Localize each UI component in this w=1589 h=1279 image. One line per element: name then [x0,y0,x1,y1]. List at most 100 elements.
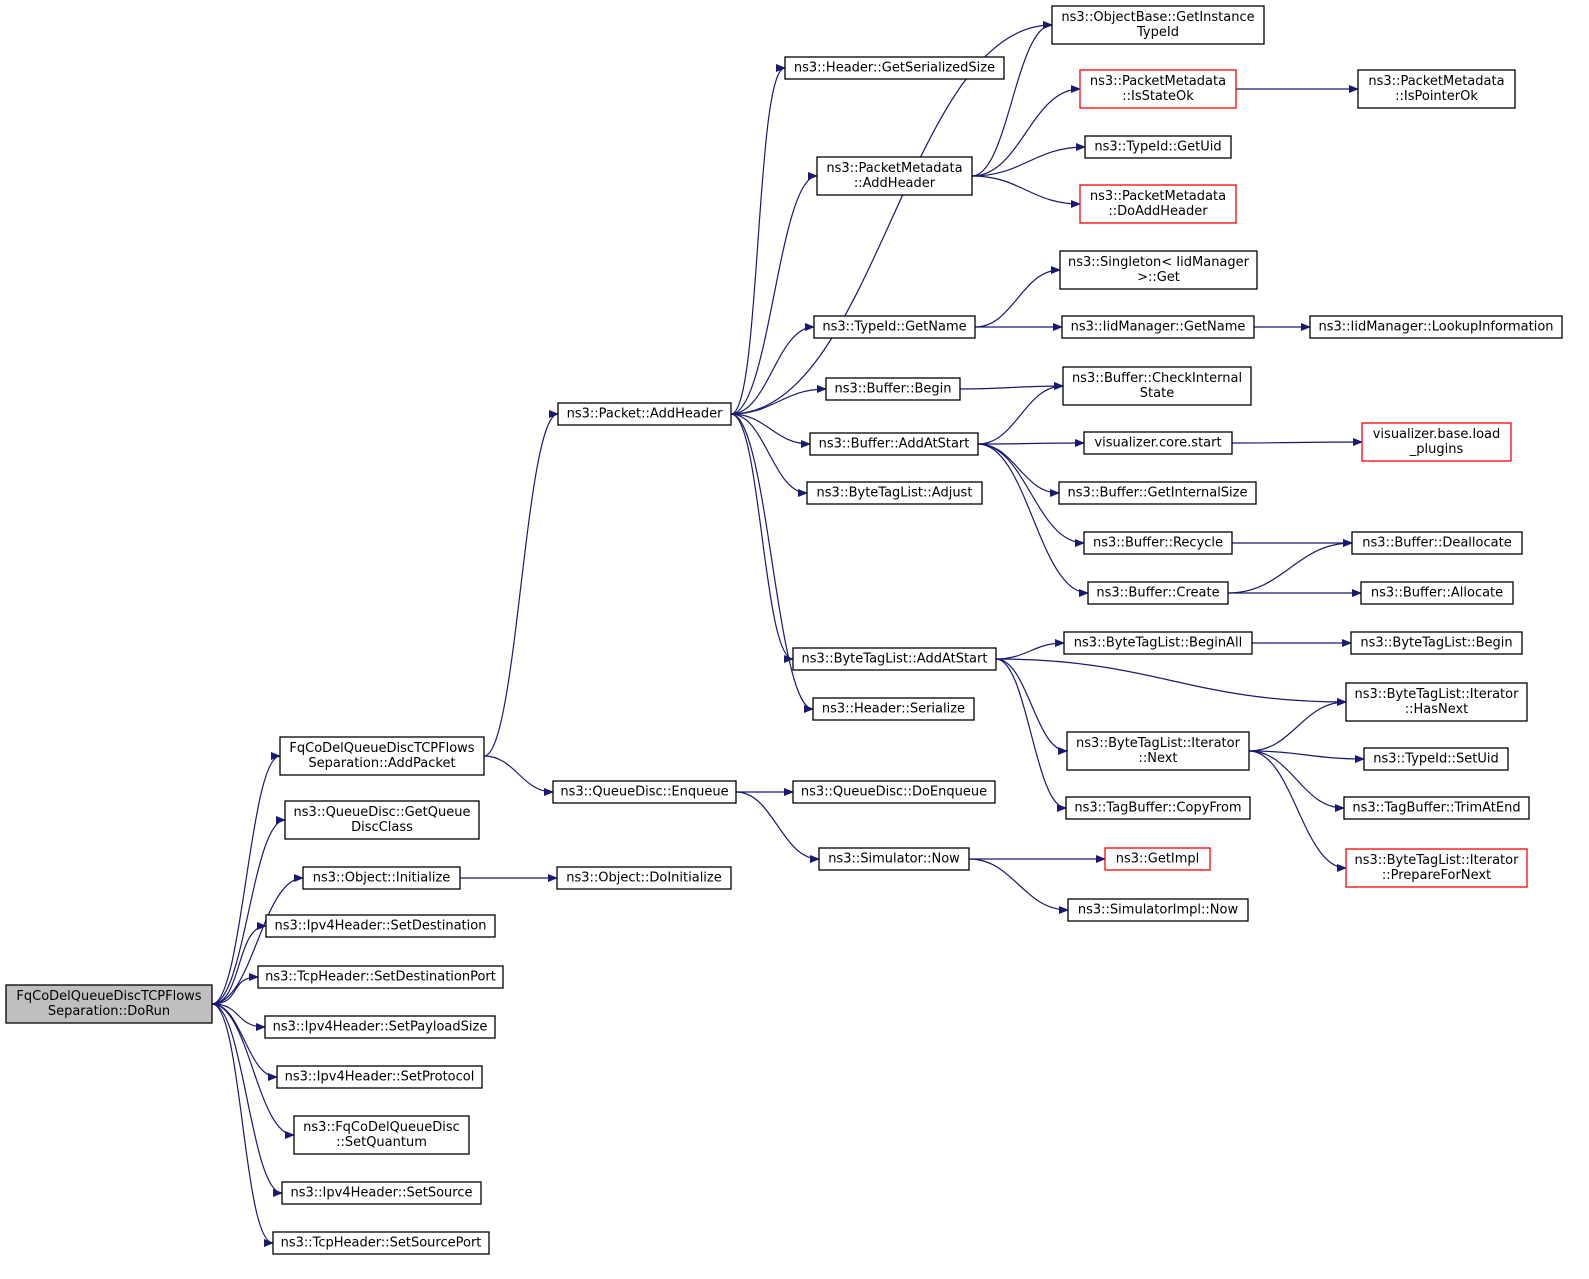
node-label: ns3::Buffer::AddAtStart [819,437,970,452]
node-label: ::IsStateOk [1122,89,1194,104]
node-label: ns3::ByteTagList::Iterator [1076,736,1241,751]
node-btlbeginall[interactable]: ns3::ByteTagList::BeginAll [1063,631,1253,655]
node-typegetuid[interactable]: ns3::TypeId::GetUid [1084,135,1232,159]
node-label: ::HasNext [1405,702,1469,717]
node-label: ns3::ObjectBase::GetInstance [1061,10,1254,25]
node-setquantum[interactable]: ns3::FqCoDelQueueDisc::SetQuantum [293,1115,470,1155]
node-label: ns3::Buffer::Deallocate [1362,536,1511,551]
node-label: ns3::ByteTagList::Adjust [817,486,973,501]
node-getimpl[interactable]: ns3::GetImpl [1104,847,1211,871]
node-label: ns3::TypeId::GetUid [1094,140,1221,155]
node-setpayload[interactable]: ns3::Ipv4Header::SetPayloadSize [264,1015,496,1039]
node-label: ns3::TcpHeader::SetSourcePort [281,1236,482,1251]
node-label: ns3::PacketMetadata [1368,74,1504,89]
node-simimplnow[interactable]: ns3::SimulatorImpl::Now [1067,898,1249,922]
node-bufdealloc[interactable]: ns3::Buffer::Deallocate [1351,531,1523,555]
node-iidlookup[interactable]: ns3::IidManager::LookupInformation [1309,315,1563,339]
node-label: ns3::PacketMetadata [826,161,962,176]
edge-pktaddheader-to-bufbegin [730,385,827,415]
node-label: TypeId [1136,25,1179,40]
node-setsource[interactable]: ns3::Ipv4Header::SetSource [281,1181,482,1205]
node-label: ns3::Packet::AddHeader [567,407,723,422]
node-pmaddheader[interactable]: ns3::PacketMetadata::AddHeader [816,156,973,196]
node-doenqueue[interactable]: ns3::QueueDisc::DoEnqueue [792,780,996,804]
node-label: ns3::Header::GetSerializedSize [794,61,995,76]
node-btlprepare[interactable]: ns3::ByteTagList::Iterator::PrepareForNe… [1345,848,1528,888]
node-label: ns3::TypeId::SetUid [1373,752,1498,767]
node-setproto[interactable]: ns3::Ipv4Header::SetProtocol [276,1065,483,1089]
edge-btlitnext-to-typesetuid [1248,750,1365,763]
node-pmisstateok[interactable]: ns3::PacketMetadata::IsStateOk [1079,69,1237,109]
edge-bufaddatstart-to-bufrecycle [977,443,1085,547]
edge-bufbegin-to-bufcheck [959,382,1064,391]
node-label: ns3::FqCoDelQueueDisc [303,1120,460,1135]
node-setdest[interactable]: ns3::Ipv4Header::SetDestination [265,914,496,938]
node-btladjust[interactable]: ns3::ByteTagList::Adjust [806,481,983,505]
node-bufaddatstart[interactable]: ns3::Buffer::AddAtStart [809,432,979,456]
node-label: ns3::Simulator::Now [828,852,960,867]
node-label: ns3::PacketMetadata [1090,74,1226,89]
node-enqueue[interactable]: ns3::QueueDisc::Enqueue [552,780,737,804]
node-btladdatstart[interactable]: ns3::ByteTagList::AddAtStart [792,647,997,671]
node-tagcopy[interactable]: ns3::TagBuffer::CopyFrom [1065,796,1251,820]
node-hdrserialize[interactable]: ns3::Header::Serialize [812,697,975,721]
node-pktaddheader[interactable]: ns3::Packet::AddHeader [557,402,732,426]
edge-dorun-to-getqueuediscclass [211,816,286,1005]
node-label: ns3::Buffer::Recycle [1093,536,1223,551]
node-typegetname[interactable]: ns3::TypeId::GetName [813,315,976,339]
node-dorun[interactable]: FqCoDelQueueDiscTCPFlowsSeparation::DoRu… [5,984,213,1024]
node-bufalloc[interactable]: ns3::Buffer::Allocate [1360,581,1514,605]
edge-btladdatstart-to-btlbeginall [995,639,1065,660]
node-bufcreate[interactable]: ns3::Buffer::Create [1087,581,1229,605]
edge-pktaddheader-to-getsersize [730,64,786,415]
node-addpacket[interactable]: FqCoDelQueueDiscTCPFlowsSeparation::AddP… [279,736,485,776]
edge-vizstart-to-vizload [1231,438,1363,447]
node-label: ns3::ByteTagList::Iterator [1355,687,1520,702]
node-label: ns3::SimulatorImpl::Now [1078,903,1239,918]
node-pmdoaddheader[interactable]: ns3::PacketMetadata::DoAddHeader [1079,184,1237,224]
node-typesetuid[interactable]: ns3::TypeId::SetUid [1363,747,1509,771]
node-bufgetsize[interactable]: ns3::Buffer::GetInternalSize [1058,481,1257,505]
node-label: _plugins [1409,442,1464,457]
node-iidgetname[interactable]: ns3::IidManager::GetName [1061,315,1255,339]
edge-addpacket-to-pktaddheader [483,410,559,757]
node-vizstart[interactable]: visualizer.core.start [1083,431,1233,455]
node-vizload[interactable]: visualizer.base.load_plugins [1361,422,1512,462]
node-label: ns3::IidManager::LookupInformation [1318,320,1553,335]
node-label: ns3::GetImpl [1116,852,1200,867]
node-label: ns3::QueueDisc::Enqueue [560,785,728,800]
node-label: ::SetQuantum [336,1135,427,1150]
edge-btladdatstart-to-btlhasnext [995,658,1347,706]
node-getsersize[interactable]: ns3::Header::GetSerializedSize [784,56,1005,80]
edge-btlitnext-to-btlhasnext [1248,698,1347,752]
node-pmispointerok[interactable]: ns3::PacketMetadata::IsPointerOk [1357,69,1516,109]
node-label: ns3::ByteTagList::Iterator [1355,853,1520,868]
node-bufrecycle[interactable]: ns3::Buffer::Recycle [1083,531,1233,555]
edge-btlitnext-to-btlprepare [1248,750,1347,872]
node-bufbegin[interactable]: ns3::Buffer::Begin [825,377,961,401]
edge-dorun-to-setdest [211,922,267,1005]
node-btlbegin[interactable]: ns3::ByteTagList::Begin [1350,631,1523,655]
edge-pmaddheader-to-pmdoaddheader [971,175,1081,208]
node-label: ::Next [1138,751,1177,766]
node-singleton[interactable]: ns3::Singleton< IidManager>::Get [1059,250,1258,290]
node-simnow[interactable]: ns3::Simulator::Now [818,847,970,871]
node-label: ::AddHeader [854,176,936,191]
node-btlhasnext[interactable]: ns3::ByteTagList::Iterator::HasNext [1345,682,1528,722]
node-btlitnext[interactable]: ns3::ByteTagList::Iterator::Next [1066,731,1250,771]
node-doinit[interactable]: ns3::Object::DoInitialize [556,866,732,890]
node-label: visualizer.base.load [1373,427,1501,442]
node-objinit[interactable]: ns3::Object::Initialize [302,866,461,890]
edge-btladdatstart-to-btlitnext [995,658,1068,755]
node-setsrcport[interactable]: ns3::TcpHeader::SetSourcePort [272,1231,490,1255]
node-label: ns3::Buffer::Allocate [1371,586,1503,601]
edge-pktaddheader-to-btladdatstart [730,413,794,663]
node-label: ns3::QueueDisc::DoEnqueue [801,785,987,800]
node-label: ns3::Buffer::Begin [834,382,951,397]
node-setdestport[interactable]: ns3::TcpHeader::SetDestinationPort [257,965,504,989]
edge-simnow-to-simimplnow [968,858,1069,914]
node-tagtrim[interactable]: ns3::TagBuffer::TrimAtEnd [1343,796,1530,820]
